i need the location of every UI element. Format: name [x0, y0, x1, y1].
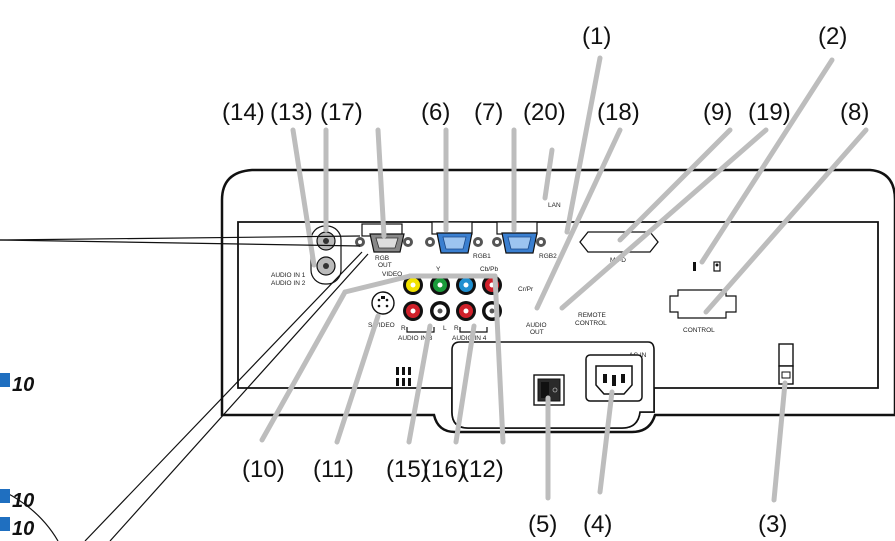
audio-in-1-label: AUDIO IN 1	[271, 272, 306, 279]
remote-control-label-2: CONTROL	[575, 320, 607, 327]
rgb2-label: RGB2	[539, 253, 557, 260]
leader-lines	[259, 55, 869, 503]
audio-in-4-label: AUDIO IN 4	[452, 335, 487, 342]
callout-labels: (1) (2) (3) (4) (5) (6) (7) (8) (9) (10)…	[222, 23, 869, 538]
vent-slots	[396, 367, 411, 386]
leader-17	[375, 127, 387, 239]
callout-5: (5)	[528, 511, 557, 538]
l3-label: L	[443, 325, 447, 332]
r3-label: R	[401, 325, 406, 332]
leader-3	[771, 380, 788, 503]
leader-15	[406, 323, 433, 445]
leader-20	[542, 147, 555, 201]
control-label: CONTROL	[683, 327, 715, 334]
leader-1	[564, 55, 603, 235]
callout-1: (1)	[582, 23, 611, 50]
screw-row	[355, 237, 546, 247]
leader-10a	[259, 289, 348, 443]
callout-18: (18)	[597, 99, 640, 126]
rgb-out-label: RGB	[375, 255, 389, 262]
callout-8: (8)	[840, 99, 869, 126]
callout-14: (14)	[222, 99, 265, 126]
leader-11	[334, 313, 381, 445]
audio-out-label-2: OUT	[530, 329, 544, 336]
remote-control-jack: REMOTE CONTROL	[575, 312, 607, 327]
callout-17: (17)	[320, 99, 363, 126]
callout-6: (6)	[421, 99, 450, 126]
video-label: VIDEO	[382, 271, 402, 278]
leader-9	[617, 127, 733, 243]
leader-19	[559, 127, 769, 311]
leader-16	[453, 323, 477, 445]
y-label: Y	[436, 266, 441, 273]
audio-out-label: AUDIO	[526, 322, 547, 329]
leader-8	[703, 127, 869, 315]
leader-10b	[342, 273, 413, 295]
security-bar	[778, 343, 794, 385]
s-video-label: S-VIDEO	[368, 322, 395, 329]
security-bar-and-slot	[693, 261, 721, 272]
leader-14	[290, 127, 317, 268]
ac-inlet: AC IN	[585, 352, 647, 402]
callout-3: (3)	[758, 511, 787, 538]
leader-12a	[492, 273, 506, 445]
rgb1-port: RGB1	[431, 221, 491, 260]
rgb-out-label-2: OUT	[378, 262, 392, 269]
callout-20: (20)	[523, 99, 566, 126]
audio-in-3-label: AUDIO IN 3	[398, 335, 433, 342]
leader-2	[699, 57, 835, 265]
remote-control-label: REMOTE	[578, 312, 606, 319]
av-jack-panel: VIDEO Y Cb/Pb Cr/Pr R L R L AUDIO IN 3 A…	[382, 266, 534, 342]
callout-9: (9)	[703, 99, 732, 126]
callout-19: (19)	[748, 99, 791, 126]
rgb-out-port: RGB OUT	[369, 233, 405, 269]
side-ref-b: 10	[12, 490, 34, 512]
rgb1-label: RGB1	[473, 253, 491, 260]
callout-16: (16)	[423, 456, 466, 483]
s-video-jack: S-VIDEO	[368, 291, 395, 329]
leader-4	[597, 389, 615, 495]
callout-2: (2)	[818, 23, 847, 50]
cb-pb-label: Cb/Pb	[480, 266, 498, 273]
callout-11: (11)	[313, 456, 354, 483]
rgb2-port: RGB2	[496, 221, 557, 260]
callout-15: (15)	[386, 456, 429, 483]
leader-18	[534, 127, 623, 311]
callout-10: (10)	[242, 456, 285, 483]
cr-pr-label: Cr/Pr	[518, 286, 534, 293]
side-ref-a: 10	[12, 374, 34, 396]
r4-label: R	[454, 325, 459, 332]
audio-out-jack: AUDIO OUT	[526, 301, 547, 336]
side-ref-c: 10	[12, 518, 34, 540]
callout-13: (13)	[270, 99, 313, 126]
audio-in-2-label: AUDIO IN 2	[271, 280, 306, 287]
overlay-lines	[0, 235, 369, 541]
lan-label: LAN	[548, 202, 561, 209]
callout-4: (4)	[583, 511, 612, 538]
callout-12: (12)	[461, 456, 504, 483]
side-refs: 10 10 10	[0, 373, 34, 540]
callout-7: (7)	[474, 99, 503, 126]
